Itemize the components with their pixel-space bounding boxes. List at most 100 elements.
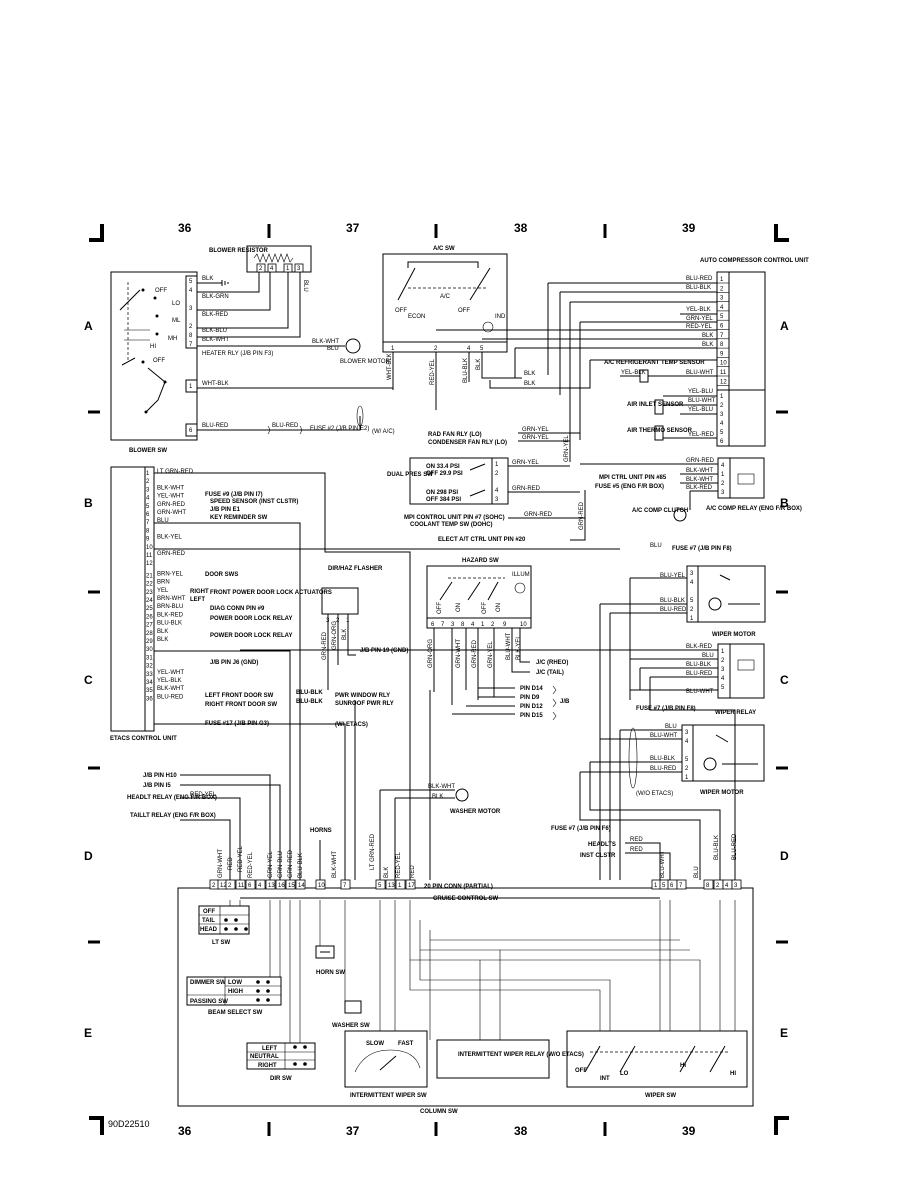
auto-compressor-unit: AUTO COMPRESSOR CONTROL UNIT 12345678910… bbox=[436, 258, 809, 440]
column-pin-box bbox=[375, 879, 386, 890]
etacs-pin: 3 bbox=[146, 487, 150, 493]
column-pin: 12 bbox=[220, 883, 227, 889]
svg-text:3: 3 bbox=[189, 306, 193, 312]
etacs-destination: LEFT FRONT DOOR SW bbox=[205, 693, 274, 699]
svg-text:BEAM SELECT SW: BEAM SELECT SW bbox=[208, 1010, 263, 1016]
column-pin-box bbox=[245, 879, 256, 890]
ac-sw-title: A/C SW bbox=[433, 246, 455, 252]
svg-text:BLU-RED: BLU-RED bbox=[660, 607, 687, 613]
svg-text:BLU-BLK: BLU-BLK bbox=[686, 662, 711, 668]
etacs-destination: (W/ ETACS) bbox=[335, 722, 368, 728]
svg-text:PASSING SW: PASSING SW bbox=[190, 999, 228, 1005]
etacs-pin: 11 bbox=[146, 553, 153, 559]
svg-text:BLU: BLU bbox=[650, 543, 662, 549]
svg-text:BLK-YEL: BLK-YEL bbox=[516, 635, 522, 660]
svg-text:SLOW: SLOW bbox=[366, 1041, 384, 1047]
etacs-wire-label: BLK bbox=[157, 629, 168, 635]
etacs-destination: POWER DOOR LOCK RELAY bbox=[210, 633, 292, 639]
etacs-pin: 31 bbox=[146, 655, 153, 661]
svg-text:GRN-YEL: GRN-YEL bbox=[564, 435, 570, 462]
column-wire: BLU bbox=[694, 866, 700, 878]
svg-text:HI: HI bbox=[730, 1071, 736, 1077]
svg-text:3: 3 bbox=[685, 730, 689, 736]
svg-text:BLU-RED: BLU-RED bbox=[272, 423, 299, 429]
svg-text:PIN D9: PIN D9 bbox=[520, 695, 540, 701]
svg-text:OFF: OFF bbox=[395, 308, 407, 314]
svg-text:LOW: LOW bbox=[228, 980, 242, 986]
svg-text:1: 1 bbox=[391, 346, 395, 352]
svg-text:BLK-RED: BLK-RED bbox=[686, 644, 713, 650]
column-pin-box bbox=[285, 879, 296, 890]
svg-text:TAILLT RELAY (ENG F/R BOX): TAILLT RELAY (ENG F/R BOX) bbox=[130, 813, 216, 819]
svg-text:LEFT: LEFT bbox=[262, 1046, 277, 1052]
blower-resistor-title: BLOWER RESISTOR bbox=[209, 248, 269, 254]
svg-text:BLOWER MOTOR: BLOWER MOTOR bbox=[340, 359, 391, 365]
svg-text:YEL-BLU: YEL-BLU bbox=[688, 407, 713, 413]
svg-text:GRN-RED: GRN-RED bbox=[579, 501, 585, 530]
column-pin-box bbox=[731, 879, 742, 890]
svg-text:HI: HI bbox=[680, 1063, 686, 1069]
frame bbox=[88, 224, 789, 1136]
svg-text:DIR SW: DIR SW bbox=[270, 1076, 292, 1082]
svg-text:GRN-RED: GRN-RED bbox=[686, 458, 715, 464]
svg-text:INTERMITTENT WIPER SW: INTERMITTENT WIPER SW bbox=[350, 1093, 427, 1099]
blower-wiring: BLK BLK-GRN BLK-RED BLK-BLU BLK-WHT HEAT… bbox=[197, 272, 395, 435]
column-pin: 10 bbox=[318, 883, 325, 889]
column-pin: 15 bbox=[288, 883, 295, 889]
etacs-destination: RIGHT bbox=[190, 589, 209, 595]
svg-text:BLU-BLK: BLU-BLK bbox=[650, 756, 675, 762]
svg-text:YEL-RED: YEL-RED bbox=[688, 432, 715, 438]
svg-text:ON: ON bbox=[456, 603, 462, 612]
column-pin: 4 bbox=[258, 883, 262, 889]
resistor-wire-blk-wht: BLU bbox=[302, 280, 308, 292]
etacs-wire-label: BLU bbox=[157, 518, 169, 524]
svg-text:MPI CTRL UNIT PIN #85: MPI CTRL UNIT PIN #85 bbox=[599, 475, 667, 481]
column-pin-box bbox=[255, 879, 266, 890]
svg-text:GRN-WHT: GRN-WHT bbox=[456, 639, 462, 668]
column-pin: 14 bbox=[298, 883, 305, 889]
column-wire: GRN-BLU bbox=[278, 851, 284, 878]
etacs-wire-label: BLK bbox=[157, 637, 168, 643]
etacs-destination: LEFT bbox=[190, 597, 205, 603]
column-wire: RED-YEL bbox=[238, 845, 244, 872]
svg-text:3: 3 bbox=[690, 571, 694, 577]
svg-text:BLU-BLK: BLU-BLK bbox=[463, 358, 469, 383]
svg-text:3: 3 bbox=[721, 667, 725, 673]
svg-text:BLK-WHT: BLK-WHT bbox=[428, 784, 455, 790]
svg-text:GRN-RED: GRN-RED bbox=[472, 639, 478, 668]
svg-text:DIR/HAZ FLASHER: DIR/HAZ FLASHER bbox=[328, 566, 383, 572]
svg-text:FUSE #2 (J/B PIN E2): FUSE #2 (J/B PIN E2) bbox=[310, 426, 369, 432]
svg-text:WIPER RELAY: WIPER RELAY bbox=[715, 710, 756, 716]
svg-text:YEL-BLK: YEL-BLK bbox=[621, 370, 646, 376]
svg-text:2: 2 bbox=[721, 658, 725, 664]
etacs-pin: 27 bbox=[146, 623, 153, 629]
svg-text:BLU-RED: BLU-RED bbox=[686, 276, 713, 282]
grid-right-a: A bbox=[780, 319, 789, 333]
etacs-pin: 34 bbox=[146, 680, 153, 686]
svg-text:OFF: OFF bbox=[575, 1068, 587, 1074]
svg-text:BLU-BLK: BLU-BLK bbox=[660, 598, 685, 604]
column-pin: 3 bbox=[734, 883, 738, 889]
svg-text:RED-YEL: RED-YEL bbox=[430, 358, 436, 385]
grid-left-e: E bbox=[84, 1026, 92, 1040]
svg-text:HAZARD SW: HAZARD SW bbox=[462, 558, 499, 564]
svg-text:HIGH: HIGH bbox=[228, 989, 243, 995]
svg-text:INTERMITTENT WIPER RELAY (W/O: INTERMITTENT WIPER RELAY (W/O ETACS) bbox=[458, 1052, 584, 1058]
column-pin-box bbox=[676, 879, 687, 890]
hazard-pin: 8 bbox=[461, 622, 465, 628]
etacs-pin: 33 bbox=[146, 672, 153, 678]
grid-top-36: 36 bbox=[178, 221, 192, 235]
svg-text:BLU: BLU bbox=[702, 653, 714, 659]
etacs-wire-label: GRN-RED bbox=[157, 502, 186, 508]
svg-text:5: 5 bbox=[685, 757, 689, 763]
svg-text:WHT-BLK: WHT-BLK bbox=[387, 353, 393, 380]
column-wire: GRN-YEL bbox=[268, 851, 274, 878]
sensor-pin: 3 bbox=[720, 412, 724, 418]
etacs-pin: 7 bbox=[146, 520, 150, 526]
svg-text:GRN-RED: GRN-RED bbox=[524, 512, 553, 518]
svg-text:(W/ A/C): (W/ A/C) bbox=[372, 429, 395, 435]
svg-text:BLK-GRN: BLK-GRN bbox=[202, 294, 229, 300]
trunk-wires bbox=[354, 677, 736, 880]
